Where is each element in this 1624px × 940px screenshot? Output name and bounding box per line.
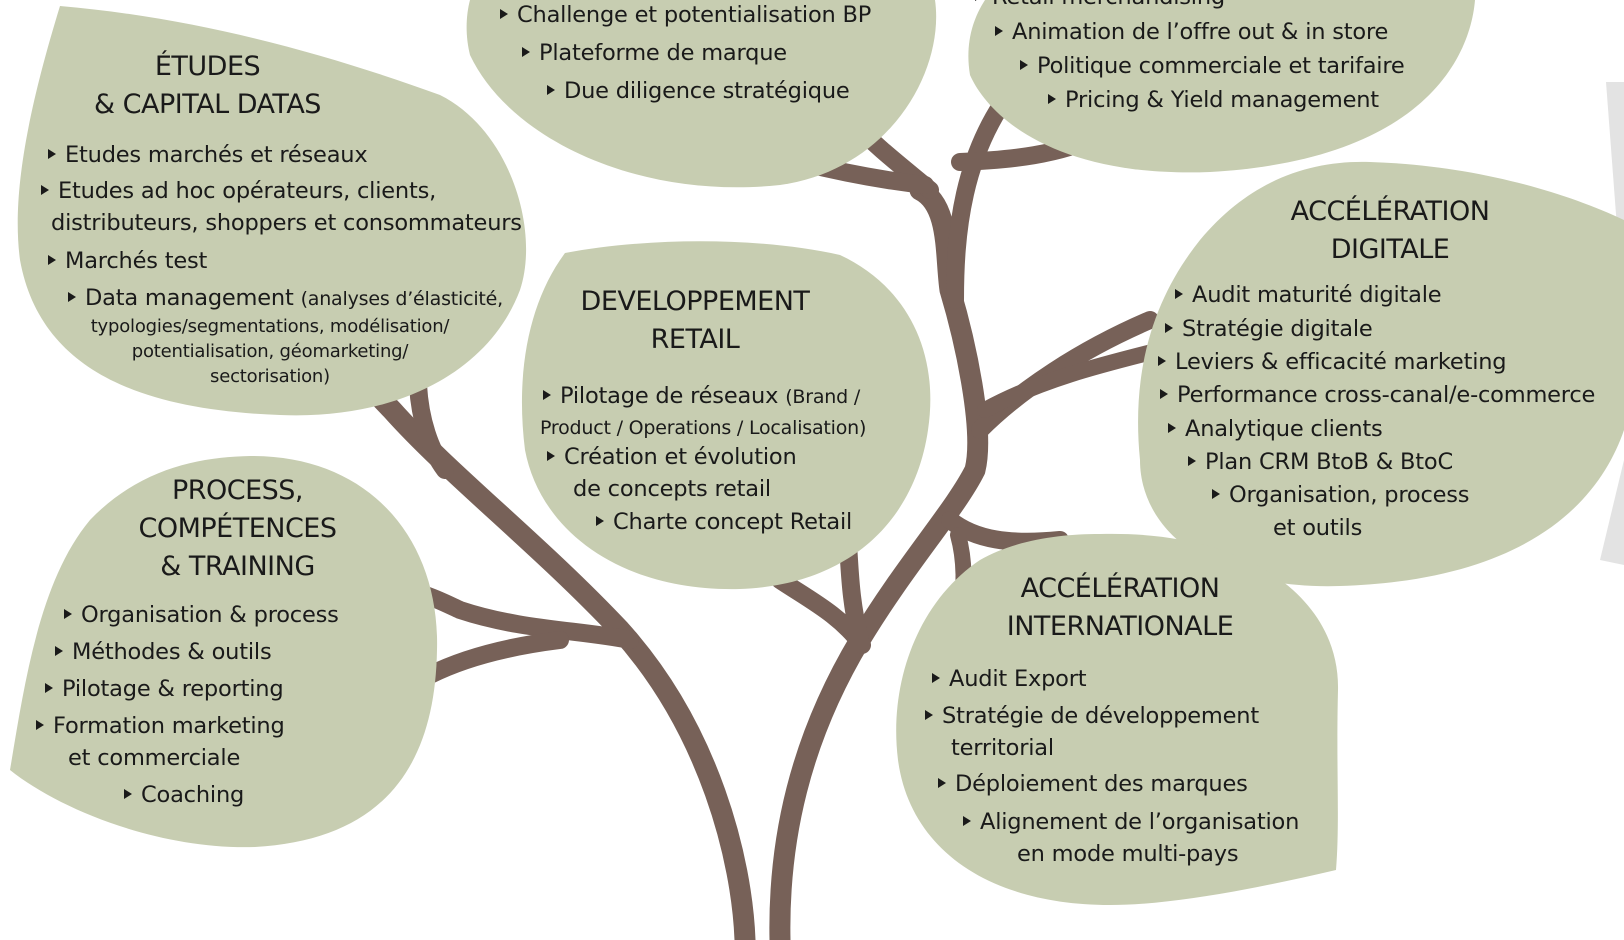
list-item: Audit Export <box>932 664 1087 695</box>
bullet-arrow-icon <box>938 778 946 788</box>
bullet-arrow-icon <box>1160 389 1168 399</box>
list-item: Plateforme de marque <box>522 38 787 69</box>
list-item-continuation: et outils <box>1273 515 1363 541</box>
bullet-arrow-icon <box>543 390 551 400</box>
branch-digitale-1 <box>971 311 1159 439</box>
leaf-process <box>10 455 438 848</box>
list-item: Charte concept Retail <box>596 507 852 538</box>
list-item: Retail merchandising <box>975 0 1225 13</box>
bullet-arrow-icon <box>596 516 604 526</box>
bullet-arrow-icon <box>975 0 983 1</box>
bullet-arrow-icon <box>1212 489 1220 499</box>
leaf-digitale <box>1138 161 1624 587</box>
bullet-arrow-icon <box>963 816 971 826</box>
bullet-arrow-icon <box>932 673 940 683</box>
list-item: Stratégie de développement <box>925 701 1259 732</box>
list-item: Stratégie digitale <box>1165 314 1373 345</box>
branch-process-2 <box>421 631 569 684</box>
list-item-detail: Product / Operations / Localisation) <box>540 417 867 439</box>
branch-digitale-2 <box>977 342 1168 418</box>
leaf-etudes <box>17 6 527 416</box>
list-item: Organisation, process <box>1212 480 1470 511</box>
list-item: Due diligence stratégique <box>547 76 850 107</box>
bullet-arrow-icon <box>1168 423 1176 433</box>
list-item: Marchés test <box>48 246 207 277</box>
bullet-arrow-icon <box>1158 356 1166 366</box>
list-item: Challenge et potentialisation BP <box>500 0 871 31</box>
list-item: Coaching <box>124 780 244 811</box>
bullet-arrow-icon <box>1175 289 1183 299</box>
list-item: Pilotage & reporting <box>45 674 284 705</box>
bullet-arrow-icon <box>522 47 530 57</box>
bullet-arrow-icon <box>48 149 56 159</box>
leaf-top-right <box>968 0 1475 173</box>
branch-retail-2 <box>771 571 871 654</box>
list-item: Pricing & Yield management <box>1048 85 1379 116</box>
list-item: Etudes marchés et réseaux <box>48 140 368 171</box>
leaf-title: ÉTUDES & CAPITAL DATAS <box>94 51 321 120</box>
bullet-arrow-icon <box>1048 94 1056 104</box>
list-item-continuation: et commerciale <box>68 745 241 771</box>
list-item-continuation: en mode multi-pays <box>1017 841 1239 867</box>
leaf-top-center <box>466 0 937 188</box>
bullet-arrow-icon <box>55 646 63 656</box>
bullet-arrow-icon <box>41 185 49 195</box>
list-item-continuation: territorial <box>951 735 1054 761</box>
bullet-arrow-icon <box>925 710 933 720</box>
bullet-arrow-icon <box>68 292 76 302</box>
list-item: Alignement de l’organisation <box>963 807 1299 838</box>
list-item: Performance cross-canal/e-commerce <box>1160 380 1595 411</box>
leaf-international <box>896 533 1339 905</box>
list-item: Politique commerciale et tarifaire <box>1020 51 1405 82</box>
bullet-arrow-icon <box>48 255 56 265</box>
leaf-title: PROCESS, COMPÉTENCES & TRAINING <box>138 475 337 582</box>
list-item: Animation de l’offre out & in store <box>995 17 1388 48</box>
list-item: Pilotage de réseaux (Brand / <box>543 381 860 413</box>
branch-process-1 <box>416 586 639 649</box>
bullet-arrow-icon <box>64 609 72 619</box>
list-item: Etudes ad hoc opérateurs, clients, <box>41 176 436 207</box>
list-item-continuation: distributeurs, shoppers et consommateurs <box>51 210 522 236</box>
bullet-arrow-icon <box>36 720 44 730</box>
list-item: Audit maturité digitale <box>1175 280 1442 311</box>
leaf-title: ACCÉLÉRATION INTERNATIONALE <box>1006 573 1234 642</box>
bullet-arrow-icon <box>45 683 53 693</box>
list-item: Déploiement des marques <box>938 769 1248 800</box>
list-item: Organisation & process <box>64 600 339 631</box>
list-item: Plan CRM BtoB & BtoC <box>1188 447 1453 478</box>
list-item-continuation: de concepts retail <box>573 476 771 502</box>
bullet-arrow-icon <box>1188 456 1196 466</box>
decorative-letter <box>1600 82 1624 565</box>
bullet-arrow-icon <box>547 451 555 461</box>
leaf-shapes <box>10 0 1624 905</box>
list-item: Formation marketing <box>36 711 285 742</box>
list-item: Analytique clients <box>1168 414 1383 445</box>
list-item-detail: typologies/segmentations, modélisation/ … <box>90 316 450 387</box>
bullet-arrow-icon <box>547 85 555 95</box>
bullet-arrow-icon <box>1165 323 1173 333</box>
branch-etudes <box>409 376 454 479</box>
list-item: Méthodes & outils <box>55 637 272 668</box>
leaf-retail <box>521 241 931 590</box>
bullet-arrow-icon <box>500 9 508 19</box>
leaf-title: DEVELOPPEMENT RETAIL <box>580 286 810 355</box>
leaf-title: ACCÉLÉRATION DIGITALE <box>1290 196 1490 265</box>
bullet-arrow-icon <box>124 789 132 799</box>
bullet-arrow-icon <box>1020 60 1028 70</box>
list-item: Création et évolution <box>547 442 797 473</box>
list-item: Data management (analyses d’élasticité, <box>68 283 503 315</box>
bullet-arrow-icon <box>995 26 1003 36</box>
list-item: Leviers & efficacité marketing <box>1158 347 1507 378</box>
